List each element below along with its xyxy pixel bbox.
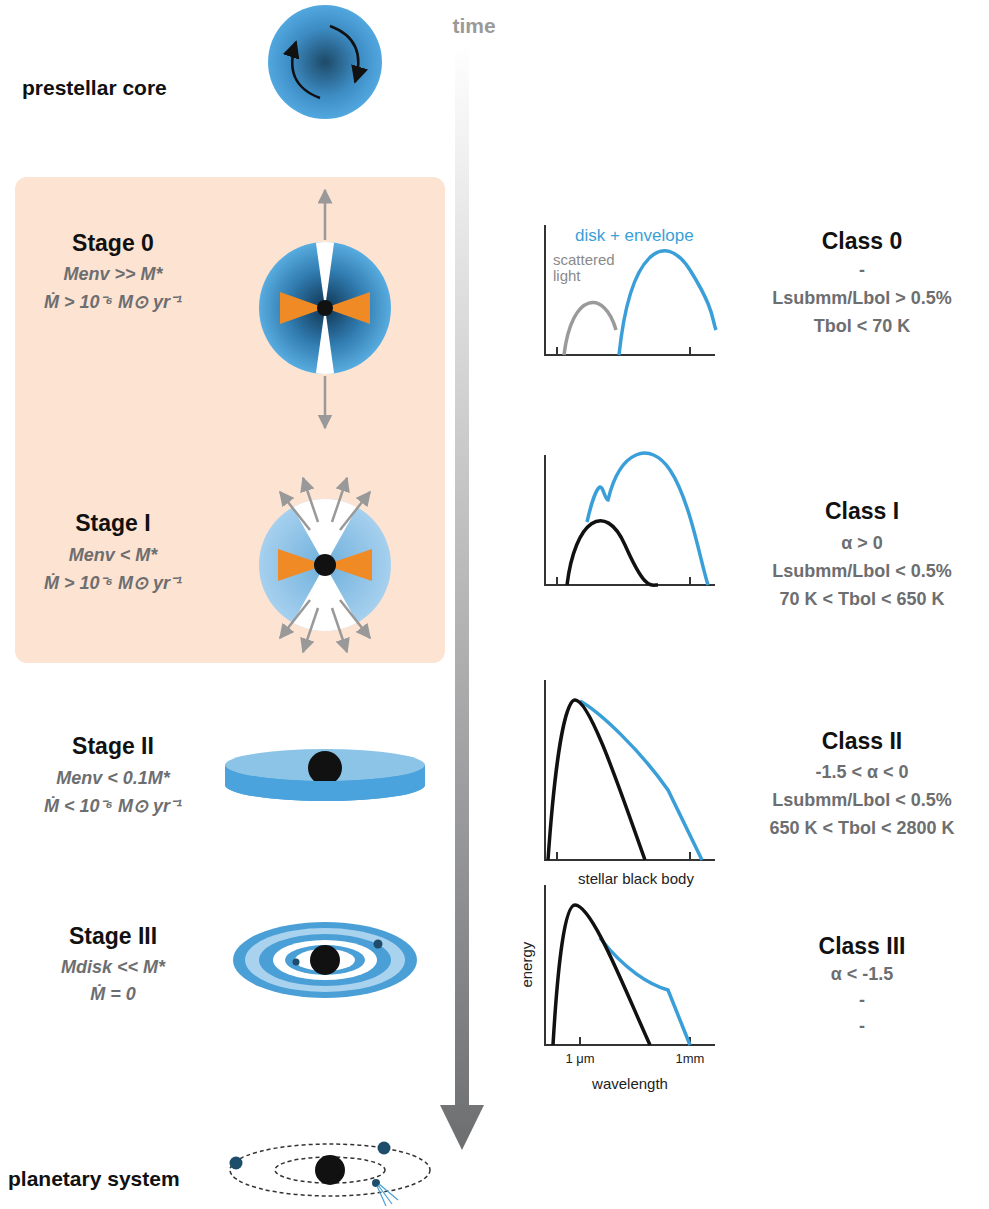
disk-curve xyxy=(580,701,702,860)
submm-ratio: Lsubmm/Lbol < 0.5% xyxy=(772,561,952,582)
disk-front xyxy=(225,765,425,801)
star-curve xyxy=(548,700,645,860)
rotation-arrow xyxy=(330,26,358,82)
envelope-mass: Menv < M* xyxy=(69,545,158,566)
outflow-cavity xyxy=(315,236,335,308)
outflow-arrow xyxy=(324,190,327,240)
time-head xyxy=(440,1105,484,1150)
plot-axes xyxy=(545,680,715,860)
planet xyxy=(378,1142,391,1155)
planet xyxy=(230,1157,243,1170)
ring-gap xyxy=(273,940,377,980)
curve-label: disk + envelope xyxy=(575,226,694,246)
stage-name: planetary system xyxy=(8,1167,180,1191)
star xyxy=(315,1155,345,1185)
stage-title: Stage III xyxy=(69,923,157,949)
star xyxy=(308,751,342,785)
tick-label: 1mm xyxy=(676,1052,705,1067)
accretion-rate: Ṁ < 10⁻⁶ M⊙ yr⁻¹ xyxy=(44,796,182,817)
envelope-curve xyxy=(587,453,708,585)
disk-curve xyxy=(600,938,690,1045)
envelope-mass: Menv < 0.1M* xyxy=(56,768,170,789)
stage-three-rings xyxy=(233,922,417,998)
outflow-arrows xyxy=(280,478,370,652)
stage-band: Stage 0 Menv >> M* Ṁ > 10⁻⁶ M⊙ yr⁻¹ Stage I… xyxy=(15,177,445,663)
bolometric-temperature: - xyxy=(859,1016,865,1037)
star xyxy=(314,554,336,576)
ring xyxy=(233,922,417,998)
class-title: Class II xyxy=(822,728,903,754)
accretion-rate: Ṁ > 10⁻⁶ M⊙ yr⁻¹ xyxy=(44,292,182,313)
prestellar-core-drawing xyxy=(268,5,382,119)
outflow-cavity xyxy=(315,308,335,380)
core-circle xyxy=(268,5,382,119)
rotation-arrow xyxy=(292,42,320,98)
star xyxy=(310,945,340,975)
stage-zero-drawing xyxy=(259,190,391,428)
envelope-mass: Menv >> M* xyxy=(63,264,162,285)
outflow-arrow xyxy=(324,376,327,428)
axis-label: energy xyxy=(518,942,535,988)
stage-title: Stage I xyxy=(75,510,150,536)
time-label: time xyxy=(452,14,495,38)
sed-plot-class-0 xyxy=(545,225,716,355)
ring xyxy=(259,934,391,986)
curve-label: stellar black body xyxy=(578,870,694,887)
submm-ratio: Lsubmm/Lbol < 0.5% xyxy=(772,790,952,811)
sed-plot-class-2 xyxy=(545,680,715,860)
star-curve xyxy=(567,521,658,585)
plot-axes xyxy=(545,885,715,1045)
disk-mass: Mdisk << M* xyxy=(61,957,165,978)
bolometric-temperature: Tbol < 70 K xyxy=(814,316,911,337)
class-title: Class III xyxy=(819,933,906,959)
planetary-system-drawing xyxy=(230,1142,431,1207)
curve-label: scattered light xyxy=(553,252,623,284)
star xyxy=(317,300,333,316)
planet xyxy=(374,940,383,949)
axis-label: wavelength xyxy=(592,1075,668,1092)
stage-one-drawing xyxy=(259,478,391,652)
comet-tail xyxy=(377,1184,398,1206)
stage-title: Stage II xyxy=(72,733,154,759)
bolometric-temperature: 70 K < Tbol < 650 K xyxy=(779,589,944,610)
class-title: Class I xyxy=(825,498,899,524)
envelope-curve xyxy=(619,251,716,355)
class-title: Class 0 xyxy=(822,228,903,254)
outflow-cavity xyxy=(283,565,367,640)
star-curve xyxy=(553,905,650,1045)
ring xyxy=(285,945,365,975)
outflow-cavity xyxy=(283,490,367,565)
time-shaft xyxy=(455,42,469,1107)
tick-label: 1 μm xyxy=(565,1052,594,1067)
spectral-index: α < -1.5 xyxy=(831,964,894,985)
spectral-index: - xyxy=(859,260,865,281)
time-arrow xyxy=(440,42,484,1150)
plot-axes xyxy=(545,225,715,355)
sed-plot-class-1 xyxy=(545,453,715,585)
spectral-index: α > 0 xyxy=(841,533,883,554)
accretion-rate: Ṁ = 0 xyxy=(90,984,136,1005)
ring-gap xyxy=(245,928,405,992)
planet xyxy=(293,959,300,966)
stage-name: prestellar core xyxy=(22,76,167,100)
accretion-rate: Ṁ > 10⁻⁶ M⊙ yr⁻¹ xyxy=(44,573,182,594)
bolometric-temperature: 650 K < Tbol < 2800 K xyxy=(769,818,954,839)
submm-ratio: Lsubmm/Lbol > 0.5% xyxy=(772,288,952,309)
spectral-index: -1.5 < α < 0 xyxy=(815,762,908,783)
submm-ratio: - xyxy=(859,990,865,1011)
sed-plot-class-3 xyxy=(545,885,715,1045)
stage-title: Stage 0 xyxy=(72,230,154,256)
scattered-curve xyxy=(564,303,616,355)
orbit xyxy=(230,1144,430,1196)
stage-two-disk xyxy=(225,749,425,801)
